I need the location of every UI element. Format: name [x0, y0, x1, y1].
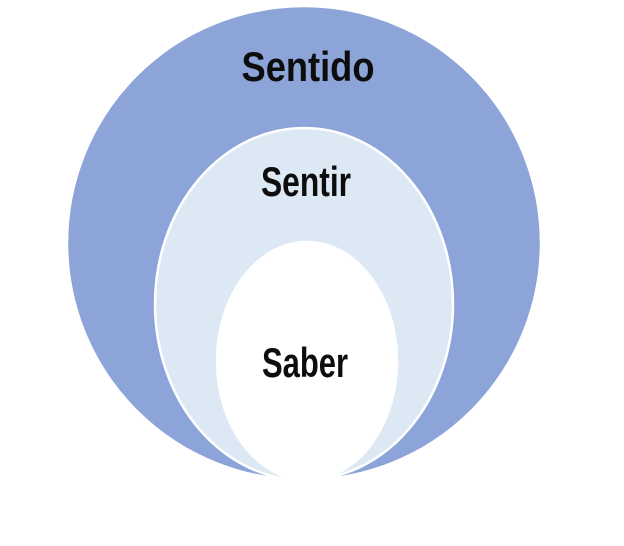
label-saber: Saber [262, 339, 348, 386]
label-sentido: Sentido [242, 43, 375, 90]
ring-inner-saber [215, 240, 399, 482]
label-sentir: Sentir [261, 158, 351, 205]
